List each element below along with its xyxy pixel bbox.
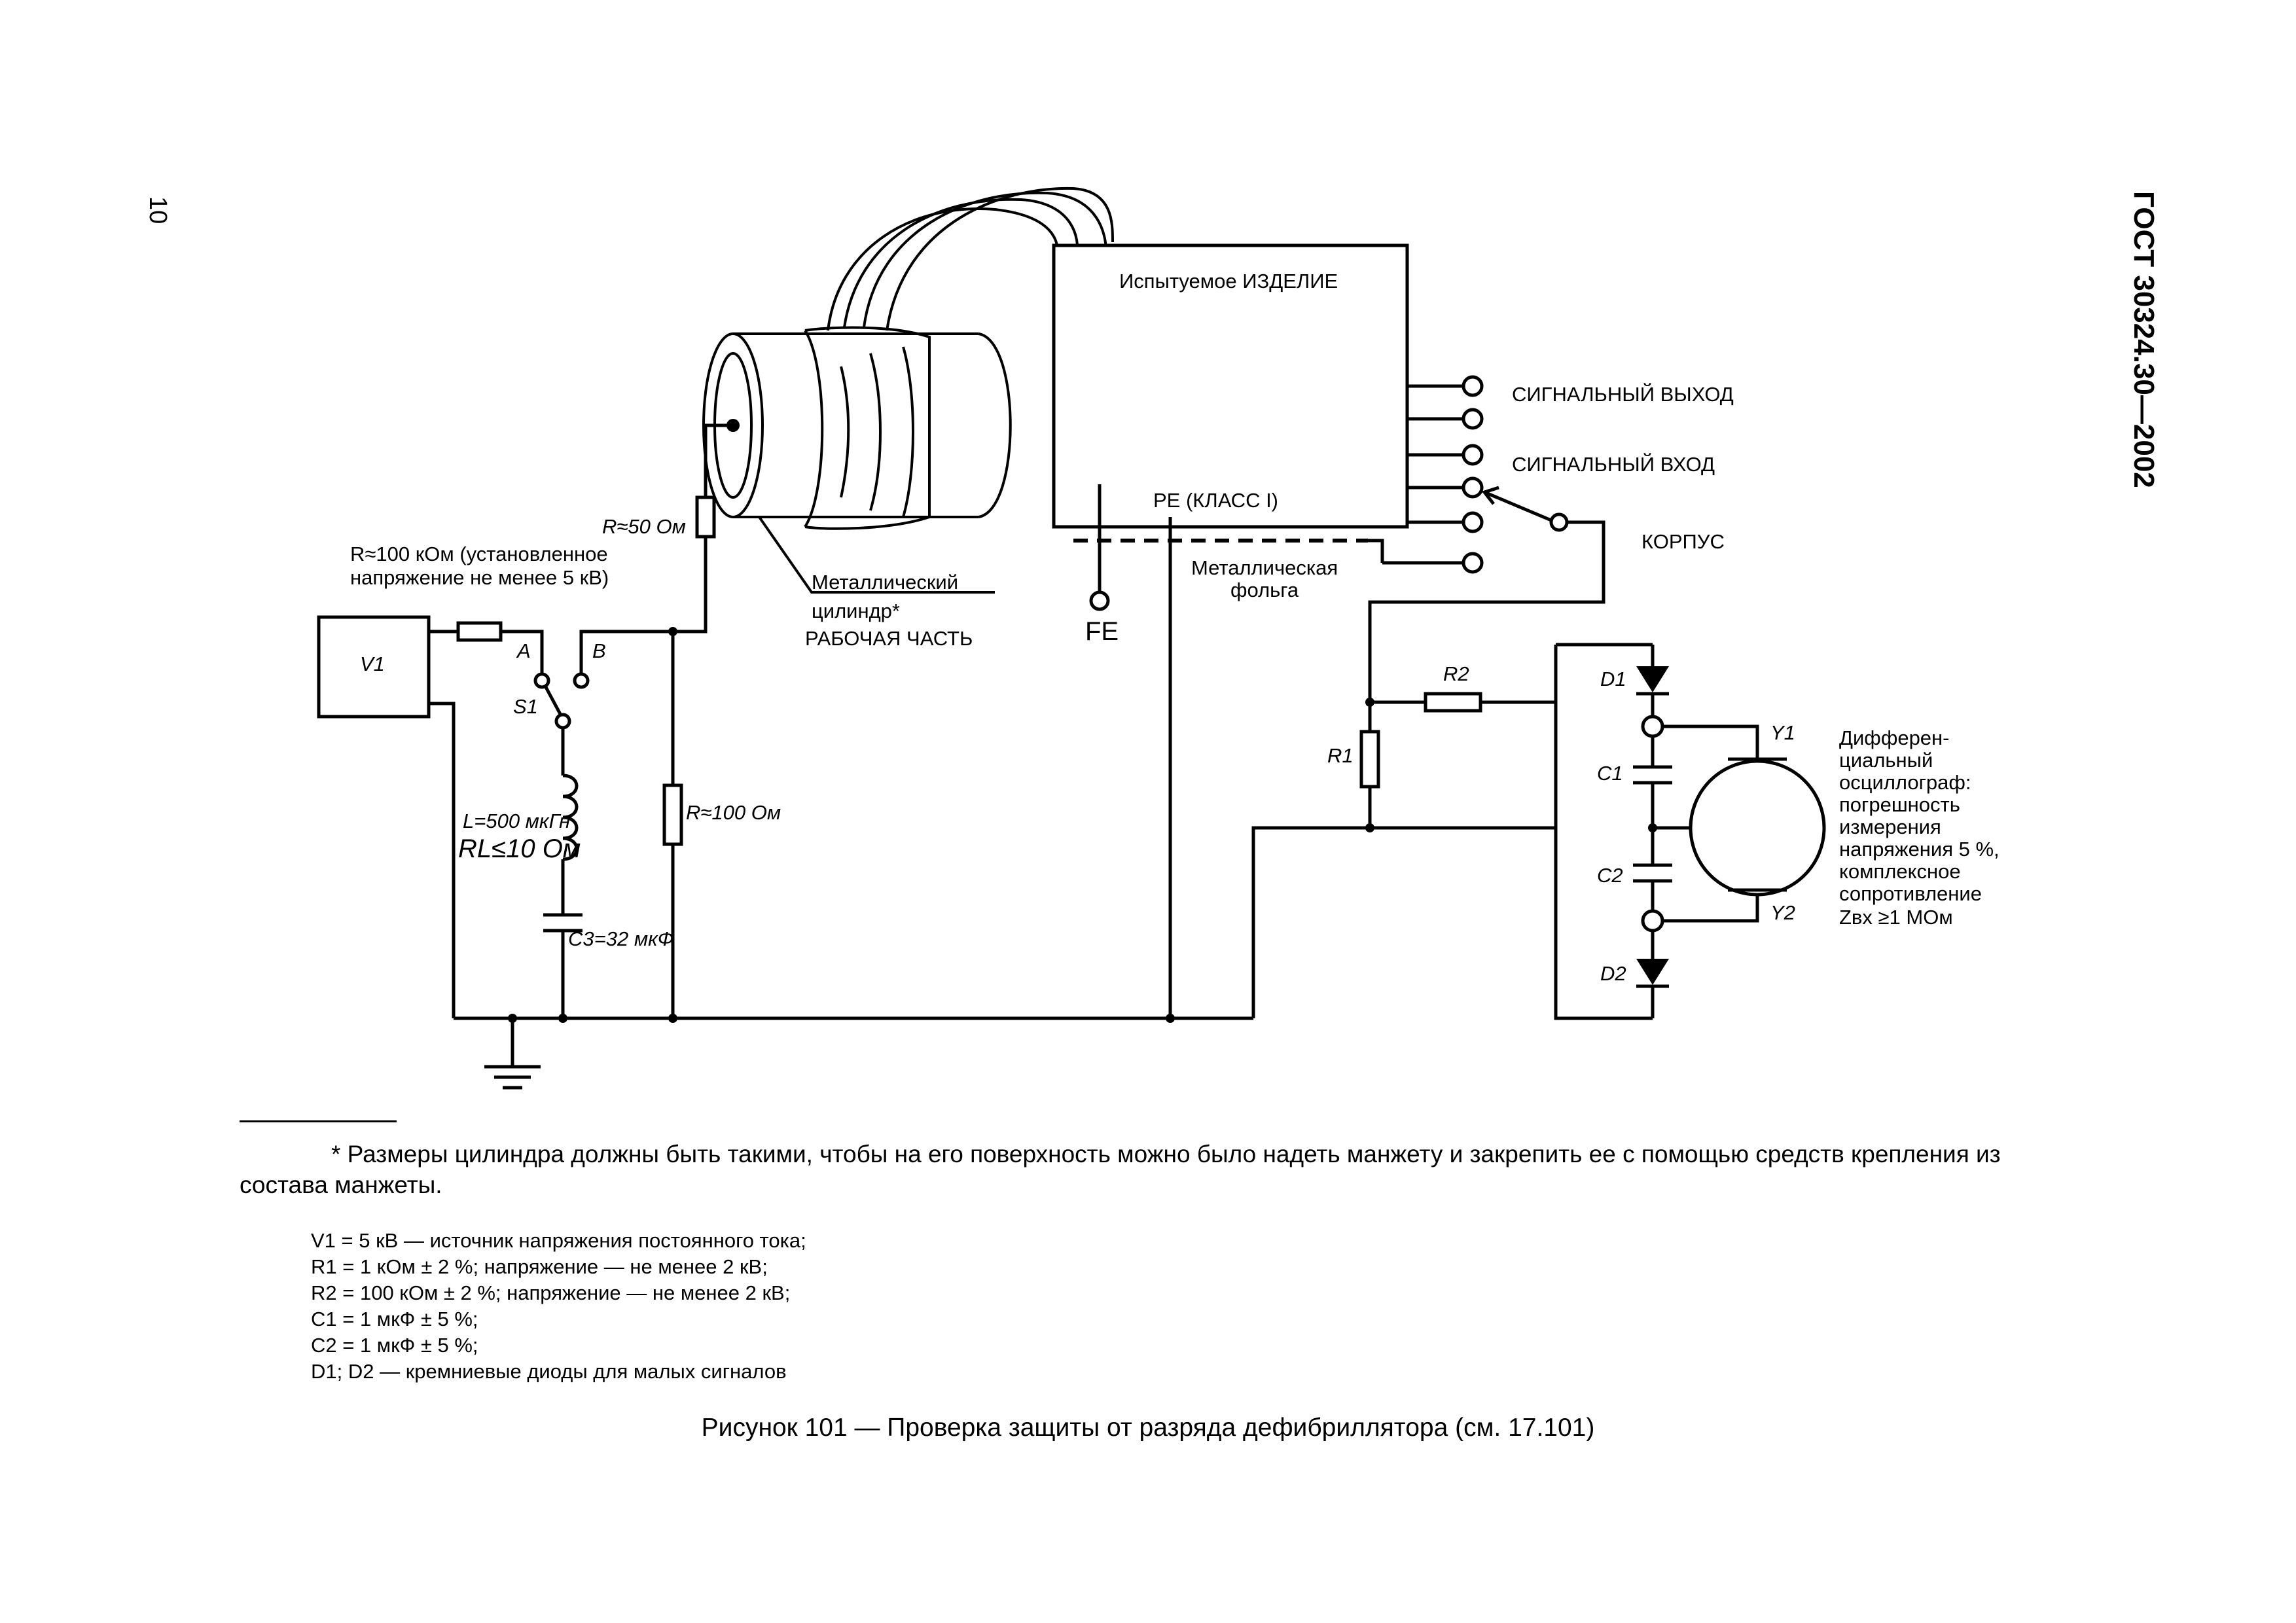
label-d1: D1 [1600, 668, 1626, 690]
cylinder-label-leader [758, 516, 995, 594]
capacitor-c1 [1633, 765, 1672, 785]
ground-symbol [484, 1018, 541, 1090]
wire-y1 [1662, 724, 1759, 759]
wire-v1-top [429, 630, 544, 674]
junction-node-b [668, 627, 677, 636]
label-r-source-2: напряжение не менее 5 кВ) [350, 566, 609, 589]
label-foil-2: фольга [1230, 579, 1299, 601]
capacitor-c2 [1633, 863, 1672, 883]
device-under-test [1052, 243, 1409, 529]
resistor-shunt [662, 783, 683, 846]
switch-contact-a [533, 672, 550, 689]
diode-d2 [1636, 959, 1669, 985]
svg-text:комплексное: комплексное [1839, 860, 1961, 883]
cuff-cables [827, 187, 1114, 331]
inductor-l [562, 774, 579, 861]
switch-pivot [554, 713, 571, 730]
label-switch-b: B [592, 639, 606, 662]
svg-text:погрешность: погрешность [1839, 793, 1960, 816]
switch-arm [544, 686, 563, 717]
label-r-series: R≈50 Ом [602, 515, 686, 538]
label-r-shunt: R≈100 Ом [686, 801, 781, 824]
resistor-r2 [1424, 692, 1482, 713]
svg-text:напряжения 5 %,: напряжения 5 %, [1839, 838, 2000, 861]
wire-y2 [1662, 890, 1759, 923]
svg-text:осциллограф:: осциллограф: [1839, 771, 1971, 794]
foil-end [1368, 539, 1384, 563]
terminal-y2 [1641, 909, 1664, 933]
legend-item: C1 = 1 мкФ ± 5 %; [311, 1308, 478, 1330]
label-enclosure: КОРПУС [1641, 530, 1725, 553]
label-c2: C2 [1597, 864, 1623, 887]
legend-item: V1 = 5 кВ — источник напряжения постоянн… [311, 1229, 806, 1252]
label-r-source-1: R≈100 кОм (установленное [350, 543, 608, 565]
metal-cylinder [702, 326, 1012, 530]
label-y1: Y1 [1770, 721, 1795, 744]
resistor-source [456, 621, 503, 642]
label-foil-1: Металлическая [1191, 556, 1338, 579]
legend-item: R1 = 1 кОм ± 2 %; напряжение — не менее … [311, 1255, 768, 1278]
label-inductor-l: L=500 мкГн [463, 810, 570, 832]
terminal-y1 [1641, 715, 1664, 738]
legend-item: C2 = 1 мкФ ± 5 %; [311, 1334, 478, 1357]
label-d2: D2 [1600, 962, 1626, 985]
label-switch-s1: S1 [513, 695, 538, 718]
wire-b-up [561, 630, 673, 776]
label-switch-a: A [516, 639, 531, 662]
wire-selector [1368, 520, 1605, 828]
label-fe: FE [1085, 617, 1119, 646]
footnote-rule [240, 1120, 397, 1122]
voltage-source-v1 [317, 615, 431, 719]
wire-node-b [671, 423, 733, 1018]
svg-text:Дифферен-: Дифферен- [1839, 726, 1950, 749]
junction-bus-2 [558, 1014, 567, 1023]
wire-v1-bottom [429, 702, 456, 1018]
label-cylinder-2: цилиндр* [812, 599, 900, 622]
oscilloscope-frame [1554, 643, 1653, 1020]
selector-arm [1484, 490, 1552, 522]
label-cylinder-3: РАБОЧАЯ ЧАСТЬ [805, 627, 973, 650]
switch-contact-b [573, 672, 590, 689]
label-device-pe: PE (КЛАСС I) [1153, 489, 1278, 512]
svg-text:измерения: измерения [1839, 815, 1941, 838]
selector-arrowhead [1481, 486, 1499, 505]
label-capacitor-c3: C3=32 мкФ [568, 927, 673, 950]
svg-text:Zвх ≥1 МОм: Zвх ≥1 МОм [1839, 906, 1953, 929]
label-y2: Y2 [1770, 901, 1795, 924]
device-terminals [1407, 375, 1484, 574]
label-inductor-rl: RL≤10 Ом [458, 834, 581, 863]
legend-item: D1; D2 — кремниевые диоды для малых сигн… [311, 1360, 787, 1383]
legend-item: R2 = 100 кОм ± 2 %; напряжение — не мене… [311, 1281, 791, 1304]
diode-d1 [1636, 666, 1669, 692]
wire-common [1251, 826, 1556, 1018]
svg-text:циальный: циальный [1839, 749, 1933, 772]
oscilloscope-description: Дифферен- циальный осциллограф: погрешно… [1839, 726, 2000, 929]
footnote: * Размеры цилиндра должны быть такими, ч… [240, 1141, 2001, 1198]
label-signal-in: СИГНАЛЬНЫЙ ВХОД [1512, 452, 1715, 476]
fe-terminal [1089, 590, 1110, 611]
cylinder-contact-point [726, 419, 740, 432]
circuit-diagram: V1 R≈100 кОм (установленное напряжение н… [317, 187, 2000, 1090]
resistor-r1 [1359, 730, 1380, 789]
resistor-series [695, 495, 716, 539]
label-device-title: Испытуемое ИЗДЕЛИЕ [1119, 270, 1338, 293]
junction-bus-3 [668, 1014, 677, 1023]
component-legend: V1 = 5 кВ — источник напряжения постоянн… [311, 1228, 806, 1385]
oscilloscope-tube [1689, 759, 1826, 897]
capacitor-c3 [543, 913, 583, 933]
deflection-plates [1728, 757, 1787, 892]
svg-text:сопротивление: сопротивление [1839, 882, 1982, 905]
label-c1: C1 [1597, 762, 1623, 785]
label-signal-out: СИГНАЛЬНЫЙ ВЫХОД [1512, 382, 1734, 406]
label-r2: R2 [1443, 662, 1469, 685]
label-r1: R1 [1327, 744, 1354, 767]
label-cylinder-1: Металлический [812, 571, 958, 594]
label-v1: V1 [360, 652, 385, 675]
selector-pivot [1549, 512, 1569, 532]
figure-caption: Рисунок 101 — Проверка защиты от разряда… [701, 1414, 1595, 1442]
